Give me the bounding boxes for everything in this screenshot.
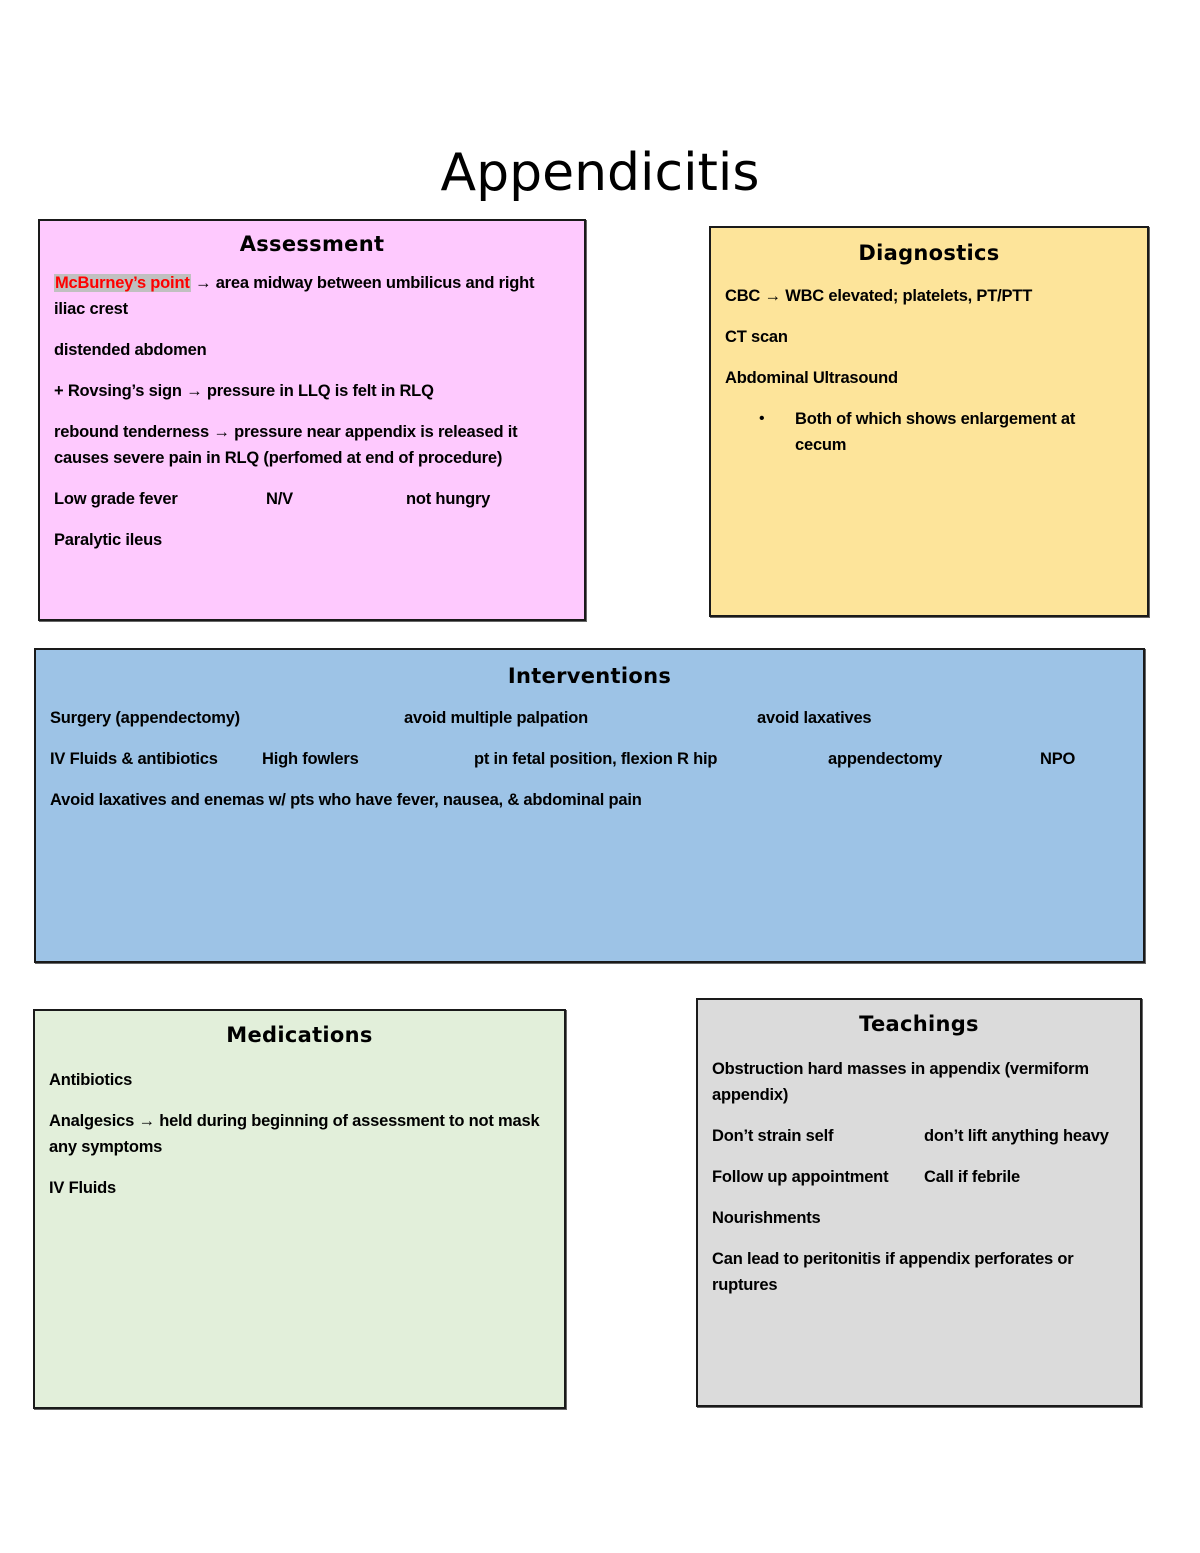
teachings-row3: Follow up appointment Call if febrile [712, 1164, 1126, 1190]
intervention-surgery: Surgery (appendectomy) [50, 709, 240, 727]
teaching-obstruction-line2: appendix) [712, 1086, 789, 1104]
mcburney-highlight: McBurney’s point [54, 274, 191, 292]
assessment-item-rebound-line1: rebound tenderness → pressure near appen… [54, 423, 518, 441]
interventions-box: Interventions Surgery (appendectomy) avo… [34, 648, 1145, 963]
diagnostics-bullet-line2: cecum [795, 436, 847, 454]
assessment-item-mcburney: McBurney’s point → area midway between u… [54, 270, 570, 296]
page-title: Appendicitis [440, 143, 760, 203]
diagnostics-item-ultrasound: Abdominal Ultrasound [725, 369, 898, 387]
assessment-item-rebound-line2: causes severe pain in RLQ (perfomed at e… [54, 449, 503, 467]
medication-antibiotics: Antibiotics [49, 1071, 133, 1089]
interventions-row1: Surgery (appendectomy) avoid multiple pa… [50, 705, 1129, 731]
intervention-avoid-palpation: avoid multiple palpation [404, 709, 589, 727]
intervention-appendectomy: appendectomy [828, 750, 943, 768]
medication-analgesics-line2: any symptoms [49, 1138, 163, 1156]
teaching-call-febrile: Call if febrile [924, 1168, 1021, 1186]
assessment-item-rovsing: + Rovsing’s sign → pressure in LLQ is fe… [54, 382, 434, 400]
assessment-item-mcburney-line2: iliac crest [54, 300, 128, 318]
assessment-item-mcburney-text: → area midway between umbilicus and righ… [190, 274, 535, 292]
assessment-symptoms-row: Low grade fever N/V not hungry [54, 486, 570, 512]
teachings-row2: Don’t strain self don’t lift anything he… [712, 1123, 1126, 1149]
symptom-not-hungry: not hungry [406, 490, 491, 508]
diagnostics-item-cbc: CBC → WBC elevated; platelets, PT/PTT [725, 287, 1033, 305]
teaching-follow-up: Follow up appointment [712, 1168, 889, 1186]
assessment-item-ileus: Paralytic ileus [54, 531, 162, 549]
medications-box: Medications Antibiotics Analgesics → hel… [33, 1009, 566, 1409]
medication-iv-fluids: IV Fluids [49, 1179, 116, 1197]
interventions-row2: IV Fluids & antibiotics High fowlers pt … [50, 746, 1129, 772]
intervention-fetal-position: pt in fetal position, flexion R hip [474, 750, 718, 768]
assessment-item-distended: distended abdomen [54, 341, 207, 359]
diagnostics-heading: Diagnostics [858, 241, 1000, 265]
teaching-dont-lift: don’t lift anything heavy [924, 1127, 1109, 1145]
diagnostics-bullet: • Both of which shows enlargement at cec… [725, 406, 1133, 458]
medication-analgesics-line1: Analgesics → held during beginning of as… [49, 1112, 540, 1130]
symptom-fever: Low grade fever [54, 490, 178, 508]
teaching-peritonitis-line1: Can lead to peritonitis if appendix perf… [712, 1250, 1074, 1268]
diagnostics-item-ct: CT scan [725, 328, 788, 346]
intervention-npo: NPO [1040, 750, 1076, 768]
teaching-nourishments: Nourishments [712, 1209, 821, 1227]
intervention-avoid-laxatives: avoid laxatives [757, 709, 872, 727]
diagnostics-bullet-line1: Both of which shows enlargement at [795, 410, 1076, 428]
teaching-peritonitis-line2: ruptures [712, 1276, 778, 1294]
intervention-iv-fluids: IV Fluids & antibiotics [50, 750, 218, 768]
assessment-heading: Assessment [239, 232, 385, 256]
teachings-heading: Teachings [859, 1012, 979, 1036]
assessment-box: Assessment McBurney’s point → area midwa… [38, 219, 586, 621]
teaching-dont-strain: Don’t strain self [712, 1127, 834, 1145]
bullet-icon: • [759, 410, 765, 427]
symptom-nv: N/V [266, 490, 293, 508]
teaching-obstruction-line1: Obstruction hard masses in appendix (ver… [712, 1060, 1089, 1078]
medications-heading: Medications [226, 1023, 373, 1047]
interventions-heading: Interventions [507, 664, 672, 688]
diagnostics-box: Diagnostics CBC → WBC elevated; platelet… [709, 226, 1149, 617]
teachings-box: Teachings Obstruction hard masses in app… [696, 998, 1142, 1407]
intervention-high-fowlers: High fowlers [262, 750, 359, 768]
interventions-row3: Avoid laxatives and enemas w/ pts who ha… [50, 791, 642, 809]
